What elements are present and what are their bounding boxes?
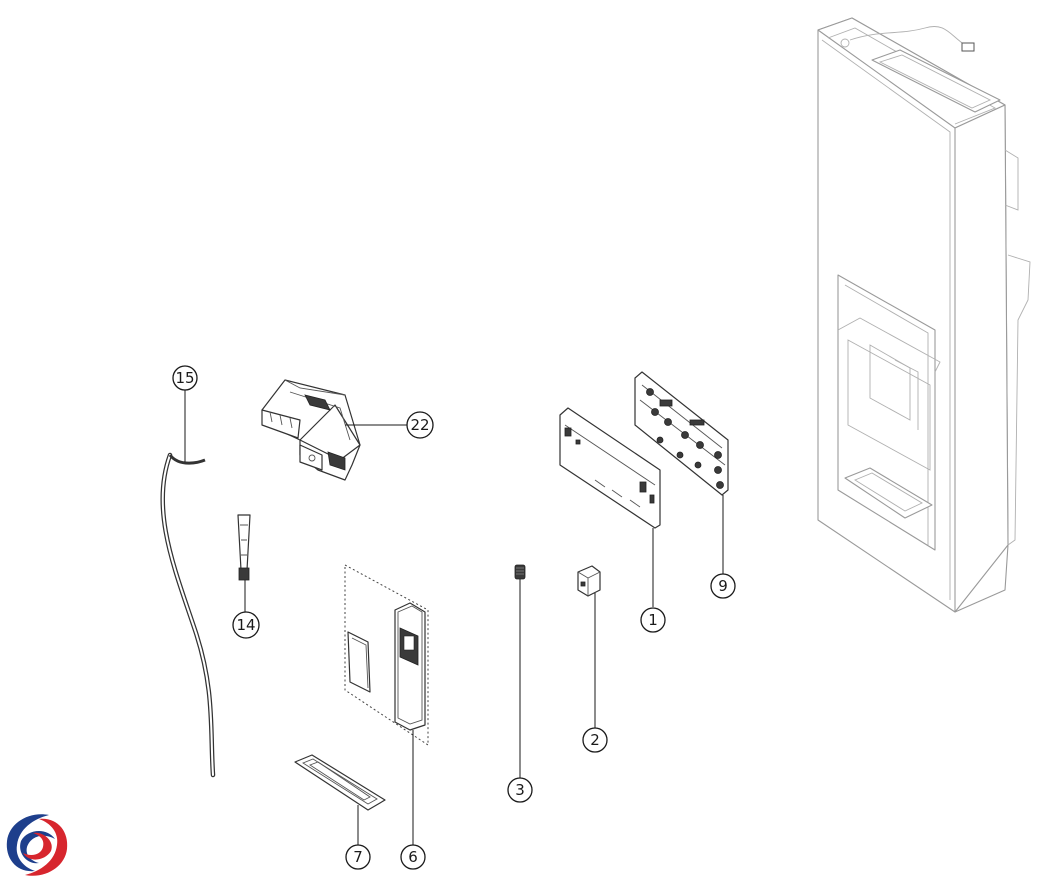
callout-14-label: 14 bbox=[236, 616, 255, 634]
callout-22-label: 22 bbox=[410, 416, 429, 434]
callout-22: 22 bbox=[406, 411, 434, 439]
callout-1: 1 bbox=[640, 607, 666, 633]
part-15-water-tube bbox=[160, 390, 216, 778]
part-1-display-board bbox=[559, 407, 661, 607]
callout-2: 2 bbox=[582, 727, 608, 753]
part-9-control-board bbox=[634, 371, 729, 574]
callout-2-label: 2 bbox=[590, 731, 600, 749]
part-3-spring bbox=[514, 564, 526, 778]
part-6-dispenser-panel bbox=[344, 564, 429, 845]
callout-7-label: 7 bbox=[353, 848, 363, 866]
part-14-sensor bbox=[237, 514, 251, 612]
callout-6-label: 6 bbox=[408, 848, 418, 866]
callout-3: 3 bbox=[507, 777, 533, 803]
callout-15: 15 bbox=[172, 365, 198, 391]
part-2-connector bbox=[577, 565, 601, 728]
callout-7: 7 bbox=[345, 844, 371, 870]
callout-6: 6 bbox=[400, 844, 426, 870]
door-assembly bbox=[817, 17, 1031, 613]
callout-3-label: 3 bbox=[515, 781, 525, 799]
callout-15-label: 15 bbox=[175, 369, 194, 387]
brand-swirl-logo bbox=[5, 813, 69, 877]
callout-14: 14 bbox=[232, 611, 260, 639]
callout-9: 9 bbox=[710, 573, 736, 599]
callout-9-label: 9 bbox=[718, 577, 728, 595]
part-7-tray-frame bbox=[294, 754, 386, 845]
callout-1-label: 1 bbox=[648, 611, 658, 629]
part-22-dispenser-housing bbox=[261, 379, 407, 481]
